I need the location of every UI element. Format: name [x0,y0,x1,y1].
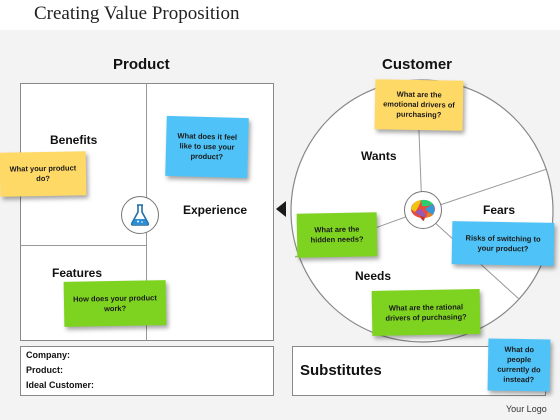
experience-label: Experience [183,203,248,217]
flask-icon [130,204,150,226]
product-field-label: Product: [26,365,63,375]
logo-text: Your Logo [506,404,547,414]
benefits-note: What your product do? [0,151,87,197]
ideal-customer-field-label: Ideal Customer: [26,380,95,390]
emotional-drivers-note: What are the emotional drivers of purcha… [374,79,464,131]
hidden-needs-note: What are the hidden needs? [296,212,378,258]
rational-drivers-note: What are the rational drivers of purchas… [371,289,481,336]
experience-note: What does it feel like to use your produ… [165,115,249,179]
wants-label: Wants [361,149,397,163]
flask-icon-circle [121,196,159,234]
company-field-label: Company: [26,350,71,360]
product-heading: Product [113,56,170,73]
features-label: Features [52,266,103,280]
arrow-left-icon [276,201,286,217]
page-title: Creating Value Proposition [34,3,240,24]
benefits-label: Benefits [50,133,98,147]
substitutes-note: What do people currently do instead? [487,338,551,392]
brain-icon-circle [404,191,442,229]
features-note: How does your product work? [63,280,167,327]
company-info-box [20,346,274,396]
customer-heading: Customer [382,56,453,73]
fears-label: Fears [483,203,516,217]
brain-icon [411,199,435,221]
product-divider-horizontal [20,245,146,246]
needs-label: Needs [355,269,392,283]
switching-risks-note: Risks of switching to your product? [451,221,555,266]
substitutes-heading: Substitutes [300,362,382,379]
